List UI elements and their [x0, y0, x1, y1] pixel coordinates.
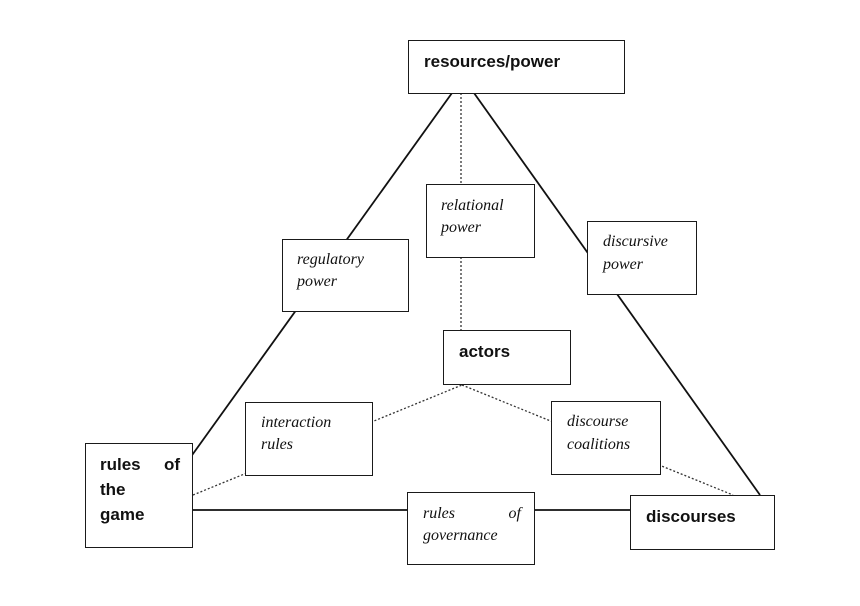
node-rules-of-the-game: rules of the game — [85, 443, 193, 548]
node-discourses: discourses — [630, 495, 775, 550]
link-discourse-coalitions-line1: discourse — [567, 413, 629, 430]
link-relational-power-line2: power — [441, 219, 481, 236]
link-interaction-rules-line1: interaction — [261, 414, 332, 431]
link-regulatory-power: regulatory power — [282, 239, 409, 312]
node-resources-power-label: resources/power — [424, 52, 561, 71]
link-rules-of-governance-line2: governance — [423, 527, 498, 544]
node-rules-of-the-game-line2: the — [100, 480, 126, 499]
node-rules-of-the-game-line1a: rules — [100, 455, 141, 474]
node-actors-label: actors — [459, 342, 511, 361]
link-discursive-power: discursive power — [587, 221, 697, 295]
node-rules-of-the-game-line1b: of — [163, 455, 180, 474]
link-relational-power-line1: relational — [441, 197, 504, 214]
link-interaction-rules: interaction rules — [245, 402, 373, 476]
link-discourse-coalitions: discourse coalitions — [551, 401, 661, 475]
link-regulatory-power-line2: power — [297, 273, 337, 290]
link-rules-of-governance-line1a: rules — [423, 505, 455, 522]
link-discursive-power-line1: discursive — [603, 233, 668, 250]
link-rules-of-governance-line1b: of — [508, 505, 521, 522]
link-relational-power: relational power — [426, 184, 535, 258]
link-rules-of-governance: rules of governance — [407, 492, 535, 565]
node-actors: actors — [443, 330, 571, 385]
link-interaction-rules-line2: rules — [261, 436, 293, 453]
dotted-actors-to-discourses — [461, 384, 734, 496]
node-rules-of-the-game-line3: game — [100, 505, 145, 524]
link-discursive-power-line2: power — [603, 256, 643, 273]
node-discourses-label: discourses — [646, 507, 736, 526]
link-discourse-coalitions-line2: coalitions — [567, 436, 631, 453]
node-resources-power: resources/power — [408, 40, 625, 94]
link-regulatory-power-line1: regulatory — [297, 251, 364, 268]
